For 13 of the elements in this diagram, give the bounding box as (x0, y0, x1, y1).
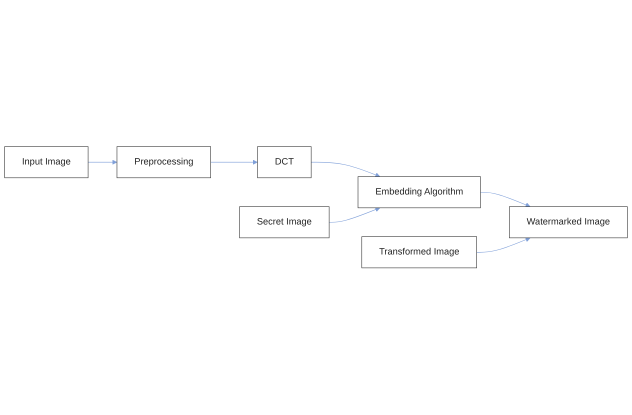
node-box: Secret Image (239, 206, 330, 238)
node-box: DCT (257, 146, 312, 178)
arrow (88, 160, 118, 165)
node-box: Preprocessing (116, 146, 211, 178)
node-box: Watermarked Image (509, 206, 628, 238)
arrow (210, 160, 258, 165)
node-box: Transformed Image (362, 236, 477, 268)
node-box: Embedding Algorithm (358, 176, 481, 208)
arrow (310, 162, 380, 178)
arrow (480, 192, 530, 208)
node-box: Input Image (4, 146, 88, 178)
arrow (476, 237, 530, 253)
arrow (328, 207, 380, 223)
